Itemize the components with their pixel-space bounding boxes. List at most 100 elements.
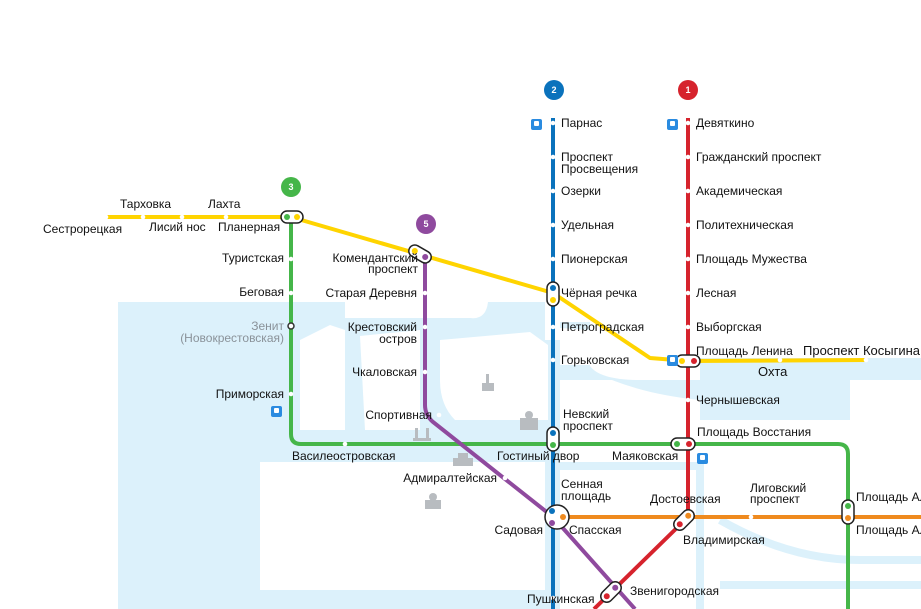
station-label-aleksandra-1[interactable]: Площадь Ал [856,490,921,504]
station-label-begovaya[interactable]: Беговая [239,285,284,299]
station-label-sadovaya[interactable]: Садовая [494,523,543,537]
station-label-gorkovskaya[interactable]: Горьковская [561,353,629,367]
line-5-badge[interactable]: 5 [416,214,436,234]
station-label-udelnaya[interactable]: Удельная [561,218,614,232]
station-label-pushkinskaya[interactable]: Пушкинская [527,592,595,606]
station-label-spasskaya[interactable]: Спасская [569,523,622,537]
station-label-zvenigorodskaya[interactable]: Звенигородская [630,584,719,598]
station-label-ozerki[interactable]: Озерки [561,184,601,198]
station-label-krestovsky-2[interactable]: остров [379,332,417,346]
transfer-dostoevskaya[interactable] [671,507,696,532]
station-label-aleksandra-2[interactable]: Площадь Ал [856,523,921,537]
station-dot [550,256,556,262]
station-label-lakhta[interactable]: Лахта [208,197,241,211]
station-label-ligovsky-2[interactable]: проспект [750,492,800,506]
line-4-track [106,215,867,363]
station-label-dostoevskaya[interactable]: Достоевская [650,492,721,506]
station-label-lenina[interactable]: Площадь Ленина [696,344,793,358]
station-label-chernyshevskaya[interactable]: Чернышевская [696,393,780,407]
station-dot [223,214,229,220]
station-dot [342,441,348,447]
station-label-ligovsky-1[interactable]: Лиговский [750,481,806,495]
station-label-pionerskaya[interactable]: Пионерская [561,252,628,266]
station-label-chkalovskaya[interactable]: Чкаловская [352,365,417,379]
station-label-devyatkino[interactable]: Девяткино [696,116,755,130]
line-3-badge[interactable]: 3 [281,177,301,197]
station-label-gostiny-dvor[interactable]: Гостиный двор [497,449,580,463]
station-label-sestroretskaya[interactable]: Сестрорецкая [43,222,122,236]
station-label-turistskaya[interactable]: Туристская [222,251,284,265]
station-dot [103,214,109,220]
line-3-number: 3 [288,182,293,192]
station-dot [685,324,691,330]
station-label-parnas[interactable]: Парнас [561,116,602,130]
landmark-icon [520,411,538,430]
station-dot [436,412,442,418]
transfer-planernaya[interactable] [280,210,304,224]
station-dot [550,357,556,363]
station-dot [685,290,691,296]
transfer-komendantsky[interactable] [407,243,434,265]
station-dot [685,397,691,403]
line-2-badge[interactable]: 2 [544,80,564,100]
station-dot [550,222,556,228]
station-label-muzhestva[interactable]: Площадь Мужества [696,252,807,266]
station-label-prospekt-kosygina[interactable]: Проспект Косыгина [803,343,921,358]
station-label-vyborgskaya[interactable]: Выборгская [696,320,762,334]
station-label-mayakovskaya[interactable]: Маяковская [612,449,678,463]
station-dot [288,290,294,296]
station-label-sennaya-2[interactable]: площадь [561,489,611,503]
station-label-akademicheskaya[interactable]: Академическая [696,184,782,198]
landmark-icon [425,493,441,509]
station-label-sportivnaya[interactable]: Спортивная [365,408,432,422]
station-label-sennaya-1[interactable]: Сенная [561,477,603,491]
station-label-prosvescheniya-2[interactable]: Просвещения [561,162,638,176]
station-label-vladimirskaya[interactable]: Владимирская [683,533,765,547]
station-label-zenit-1[interactable]: Зенит [251,319,284,333]
line-1-badge[interactable]: 1 [678,80,698,100]
station-dot [422,290,428,296]
station-dot [288,391,294,397]
station-dot [685,256,691,262]
station-label-primorskaya[interactable]: Приморская [216,387,284,401]
station-dot [685,188,691,194]
zenit-station-marker [287,322,295,330]
station-label-prosvescheniya-1[interactable]: Проспект [561,150,614,164]
transfer-pushkinskaya[interactable] [598,579,623,604]
transfer-aleksandra[interactable] [841,499,855,525]
station-label-okhta[interactable]: Охта [758,364,788,379]
station-label-nevsky-2[interactable]: проспект [563,419,613,433]
transfer-sennaya[interactable] [544,504,570,530]
station-label-zenit-2[interactable]: (Новокрестовская) [180,331,284,345]
station-dot [550,324,556,330]
station-dot [550,154,556,160]
station-dot [685,120,691,126]
station-label-grazhdansky[interactable]: Гражданский проспект [696,150,822,164]
transfer-chernaya-rechka[interactable] [546,281,560,307]
station-label-planernaya[interactable]: Планерная [218,220,280,234]
train-station-icon [667,119,678,130]
station-label-tarkhovka[interactable]: Тарховка [120,197,171,211]
station-label-lesnaya[interactable]: Лесная [696,286,736,300]
station-label-admiralteyskaya[interactable]: Адмиралтейская [403,471,497,485]
station-label-vosstaniya[interactable]: Площадь Восстания [697,425,811,439]
station-label-politekh[interactable]: Политехническая [696,218,793,232]
station-label-nevsky-1[interactable]: Невский [563,407,609,421]
landmark-icon [482,374,494,391]
station-label-chernaya-rechka[interactable]: Чёрная речка [561,286,637,300]
station-dot [685,222,691,228]
land-area [260,325,840,609]
transfer-nevsky[interactable] [546,426,560,452]
transfer-vosstaniya[interactable] [670,437,696,451]
station-dot [140,214,146,220]
station-label-lisiy-nos[interactable]: Лисий нос [149,220,206,234]
station-label-komendantsky-2[interactable]: проспект [368,262,418,276]
station-label-petrogradskaya[interactable]: Петроградская [561,320,644,334]
station-label-krestovsky-1[interactable]: Крестовский [348,320,417,334]
station-dot [422,324,428,330]
station-label-staraya-derevnya[interactable]: Старая Деревня [325,286,417,300]
station-label-vasileostrovskaya[interactable]: Василеостровская [292,449,396,463]
station-label-komendantsky-1[interactable]: Комендантский [332,251,418,265]
landmark-icon [453,453,473,466]
